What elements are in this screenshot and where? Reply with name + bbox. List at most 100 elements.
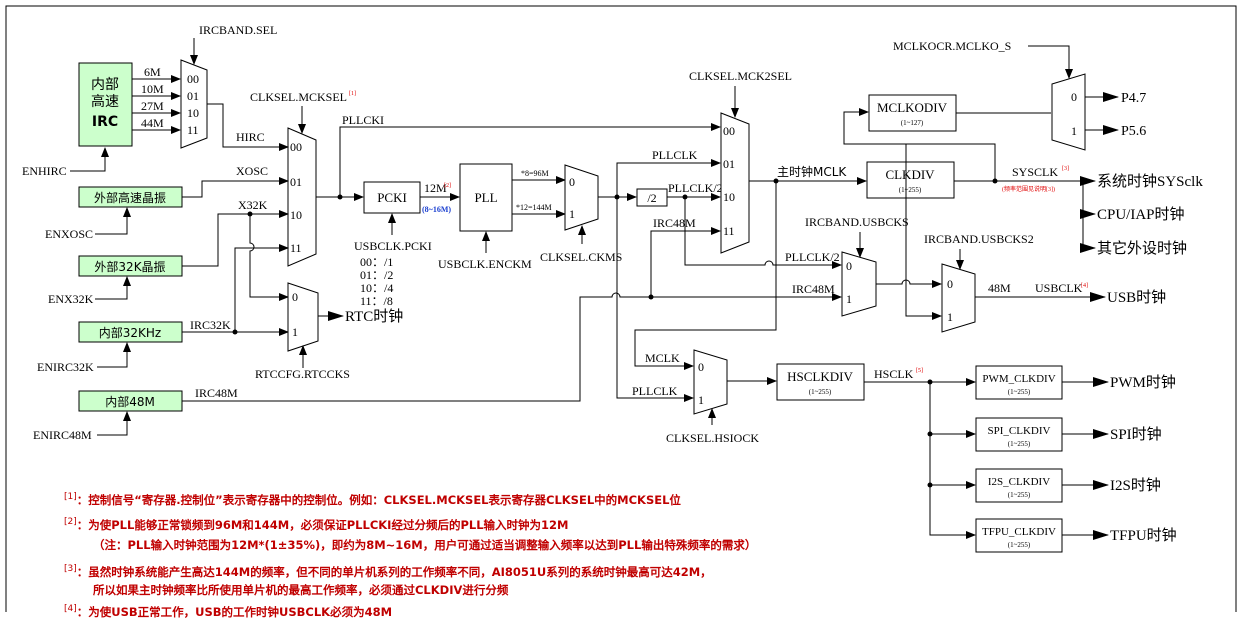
clksel-ckms-label: CLKSEL.CKMS <box>540 250 622 264</box>
spi-output: SPI时钟 <box>1110 426 1162 443</box>
svg-text:[4]: [4] <box>1081 283 1088 289</box>
svg-text:*8=96M: *8=96M <box>521 169 549 178</box>
svg-text:0: 0 <box>1071 90 1077 104</box>
other-output: 其它外设时钟 <box>1097 239 1187 257</box>
enhirc-label: ENHIRC <box>22 164 67 178</box>
svg-text:1: 1 <box>947 310 953 324</box>
svg-text:(1~255): (1~255) <box>1008 440 1031 448</box>
svg-text:00: 00 <box>290 140 302 154</box>
rtc-output: RTC时钟 <box>345 308 403 325</box>
note-3: [3]：虽然时钟系统能产生高达144M的频率，但不同的单片机系列的工作频率不同，… <box>64 564 712 579</box>
clksel-hsiock-label: CLKSEL.HSIOCK <box>666 431 759 445</box>
svg-text:(1~255): (1~255) <box>899 186 922 194</box>
mck2sel-mux: 00 01 10 11 CLKSEL.MCK2SEL <box>689 69 792 254</box>
pllclk-hsiock-label: PLLCLK <box>632 384 678 398</box>
cpu-output: CPU/IAP时钟 <box>1097 206 1185 223</box>
hsclkdiv-block: HSCLKDIV (1~255) <box>776 363 865 401</box>
svg-text:0: 0 <box>846 259 852 273</box>
svg-text:1: 1 <box>698 393 704 407</box>
ircband-usbcks-label: IRCBAND.USBCKS <box>805 215 909 229</box>
sysclk-output: 系统时钟SYSclk <box>1097 173 1203 190</box>
sysclk-range-note: (频率范围见说明[3]) <box>1002 185 1055 193</box>
irc-label-3: IRC <box>92 114 118 130</box>
i2s-clkdiv-block: I2S_CLKDIV (1~255) <box>975 468 1063 503</box>
svg-text:/2: /2 <box>647 191 656 205</box>
svg-text:外部高速晶振: 外部高速晶振 <box>94 190 166 205</box>
svg-text:[3]: [3] <box>1062 166 1069 172</box>
svg-text:PLL: PLL <box>474 190 497 205</box>
enx32k-label: ENX32K <box>48 292 94 306</box>
usbclk-enckm-label: USBCLK.ENCKM <box>438 257 532 271</box>
svg-text:11: 11 <box>723 224 735 238</box>
mclk-hsiock-label: MCLK <box>645 351 680 365</box>
svg-text:10: 10 <box>290 208 302 222</box>
svg-text:内部32KHz: 内部32KHz <box>99 325 161 340</box>
svg-text:00: 00 <box>187 72 199 86</box>
svg-text:CLKDIV: CLKDIV <box>885 167 935 182</box>
usbcks-mux: 0 1 IRCBAND.USBCKS <box>805 215 909 317</box>
svg-text:11：/8: 11：/8 <box>360 294 393 308</box>
irc32k-wire <box>182 244 289 333</box>
irc48m-wire <box>182 227 721 402</box>
usbcks2-mux: 0 1 IRCBAND.USBCKS2 <box>924 232 1034 333</box>
usbclk-pcki-label: USBCLK.PCKI <box>354 239 432 253</box>
svg-text:(1~255): (1~255) <box>809 388 832 396</box>
svg-text:[2]: [2] <box>444 183 451 189</box>
svg-text:11: 11 <box>187 123 199 137</box>
svg-text:PWM_CLKDIV: PWM_CLKDIV <box>982 373 1055 385</box>
i2s-output: I2S时钟 <box>1110 477 1161 494</box>
p56-output: P5.6 <box>1121 124 1146 139</box>
rtc-mux: 0 1 RTCCFG.RTCCKS <box>255 282 350 381</box>
pwm-clkdiv-block: PWM_CLKDIV (1~255) <box>975 365 1063 400</box>
svg-text:(1~127): (1~127) <box>901 119 924 127</box>
svg-text:内部48M: 内部48M <box>105 394 155 409</box>
clkdiv-block: CLKDIV (1~255) <box>866 161 955 199</box>
svg-text:TFPU_CLKDIV: TFPU_CLKDIV <box>982 526 1056 538</box>
svg-text:(1~255): (1~255) <box>1008 541 1031 549</box>
freq-10m: 10M <box>141 82 164 96</box>
usb-output: USB时钟 <box>1107 289 1166 306</box>
irc-label-2: 高速 <box>91 93 119 110</box>
ircband-sel-label: IRCBAND.SEL <box>199 23 277 37</box>
ircband-usbcks2-label: IRCBAND.USBCKS2 <box>924 232 1034 246</box>
svg-text:[1]: [1] <box>349 91 356 97</box>
svg-text:PCKI: PCKI <box>377 190 407 205</box>
svg-text:10: 10 <box>723 190 735 204</box>
x32k-wire <box>182 210 289 267</box>
svg-text:10: 10 <box>187 106 199 120</box>
hirc-wire <box>207 103 289 151</box>
svg-text:0: 0 <box>569 175 575 189</box>
svg-text:0: 0 <box>947 277 953 291</box>
enhirc: ENHIRC <box>22 147 109 178</box>
freq-44m: 44M <box>141 116 164 130</box>
note-2b: （注：PLL输入时钟范围为12M*(1±35%)，即约为8M~16M，用户可通过… <box>93 538 757 552</box>
svg-text:(1~255): (1~255) <box>1008 491 1031 499</box>
note-3b: 所以如果主时钟频率比所使用单片机的最高工作频率，必须通过CLKDIV进行分频 <box>93 583 509 597</box>
mcksel-mux: 00 01 10 11 CLKSEL.MCKSEL [1] <box>250 90 356 267</box>
tfpu-output: TFPU时钟 <box>1110 527 1177 544</box>
pllcki-label: PLLCKI <box>342 113 384 127</box>
main-clk-label: 主时钟MCLK <box>777 164 847 179</box>
pllclk-2-label: PLLCLK/2 <box>668 181 723 195</box>
mck2sel-label: CLKSEL.MCK2SEL <box>689 69 792 83</box>
svg-text:0: 0 <box>292 290 298 304</box>
irc32k-source: 内部32KHz ENIRC32K <box>37 321 183 374</box>
note-1: [1]：控制信号“寄存器.控制位”表示寄存器中的控制位。例如：CLKSEL.MC… <box>64 492 681 507</box>
pwm-output: PWM时钟 <box>1110 374 1176 391</box>
irc48m-mux-label: IRC48M <box>653 216 696 230</box>
svg-text:01：/2: 01：/2 <box>360 268 393 282</box>
svg-text:外部32K晶振: 外部32K晶振 <box>94 259 165 274</box>
ckms-mux: 0 1 CLKSEL.CKMS <box>540 164 622 264</box>
xosc-label: XOSC <box>236 164 268 178</box>
hsclk-label: HSCLK <box>874 367 914 381</box>
svg-text:10：/4: 10：/4 <box>360 281 393 295</box>
irc-source: 内部 高速 IRC <box>78 62 133 147</box>
note-2: [2]：为使PLL能够正常锁频到96M和144M，必须保证PLLCKI经过分频后… <box>64 517 569 532</box>
mclkodiv-block: MCLKODIV (1~127) <box>868 94 957 132</box>
svg-text:*12=144M: *12=144M <box>516 203 552 212</box>
freq-27m: 27M <box>141 99 164 113</box>
svg-text:00：/1: 00：/1 <box>360 255 393 269</box>
x32k-source: 外部32K晶振 ENX32K <box>48 255 183 306</box>
usbclk-label: USBCLK <box>1035 281 1083 295</box>
enirc32k-label: ENIRC32K <box>37 360 94 374</box>
